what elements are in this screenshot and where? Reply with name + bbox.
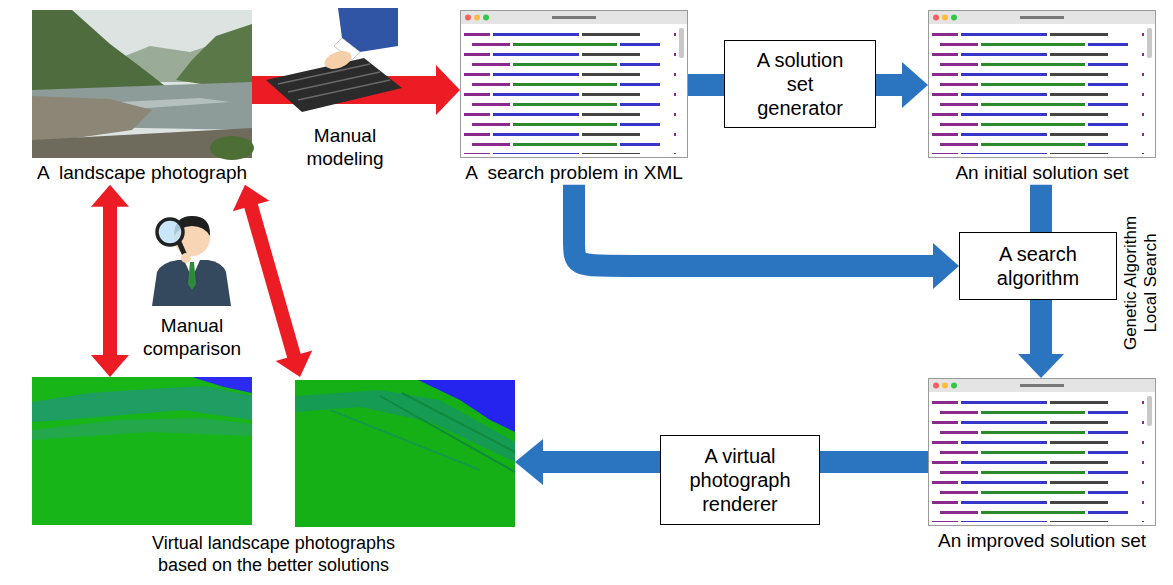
edge-label: Manual modeling [285,125,405,171]
flow-arrow [1018,300,1064,378]
caption: An improved solution set [938,530,1146,553]
person-icon [152,216,231,306]
flow-arrow [876,62,928,108]
arrow-head [91,355,129,377]
caption: An initial solution set [955,162,1128,185]
arrow-head [436,65,460,115]
virtual-ridge-line [402,393,515,452]
figure-label: Manual comparison [130,315,254,361]
process-box: A virtual photograph renderer [660,435,820,525]
flow-arrow [688,85,724,86]
flow-arrow [820,462,928,463]
photo-right-mountain [176,24,252,92]
virtual-ridge-line [380,396,515,472]
process-box: A solution set generator [724,40,876,128]
keyboard-keys [288,72,380,92]
photo-rocks [32,96,152,140]
arrow-head [276,351,313,377]
arrow-head [933,243,959,289]
arrow-shaft [688,74,724,96]
arrow-shaft [1030,185,1052,232]
arrow-head [1018,354,1064,378]
process-box: A search algorithm [959,232,1117,300]
magnifier-lens [157,219,183,245]
virtual-photo [295,380,515,527]
arrow-shaft [1030,300,1052,358]
photo-sky [32,10,252,158]
person-suit [152,260,231,306]
flow-arrow [574,185,959,289]
virtual-slope [32,418,252,440]
virtual-ridge [295,390,515,462]
virtual-photo [32,377,252,525]
arrow-shaft [574,185,937,266]
virtual-ground [32,377,252,525]
caption: A landscape photograph [37,162,247,185]
photo-left-mountain [32,10,165,96]
caption: Virtual landscape photographs based on t… [139,533,409,576]
comparison-arrow [91,185,129,377]
box-label: A search algorithm [968,242,1108,290]
document-node: An initial solution set [928,10,1156,185]
document-node: A search problem in XML [460,10,688,185]
arrow-shaft [103,203,117,358]
box-label: A solution set generator [744,48,856,120]
arrow-head [902,62,928,108]
keyboard-keys [278,64,370,84]
keyboard-keys [298,80,390,100]
arrow-shaft [876,74,906,96]
landscape-photo [32,10,254,160]
document-node: An improved solution set [928,378,1156,553]
virtual-ground [295,380,515,527]
person-hand [181,253,191,263]
comparison-arrow [233,185,312,377]
arrow-head [91,185,129,207]
photo-bush [210,136,254,160]
photo-set-node: Virtual landscape photographs based on t… [32,377,515,576]
arrow-shaft [250,203,295,359]
hand [322,48,354,73]
virtual-ridge-line [330,410,480,470]
keyboard-icon [266,8,402,112]
flow-arrow [1041,185,1042,232]
xml-screenshot [929,11,1156,158]
arrow-head [515,439,543,485]
virtual-ridge [32,386,252,422]
xml-screenshot [929,379,1156,526]
photo-node: A landscape photograph [32,10,252,185]
xml-screenshot [461,11,688,158]
arrow-shaft [820,451,928,473]
arrow-shaft [539,451,660,473]
arrow-head [233,185,270,211]
caption: A search problem in XML [465,162,683,185]
method-label: Local Search [1142,233,1161,332]
flow-arrow [515,439,660,485]
box-label: A virtual photograph renderer [670,444,810,516]
person-tie [188,262,196,290]
method-label: Genetic Algorithm [1122,216,1141,350]
